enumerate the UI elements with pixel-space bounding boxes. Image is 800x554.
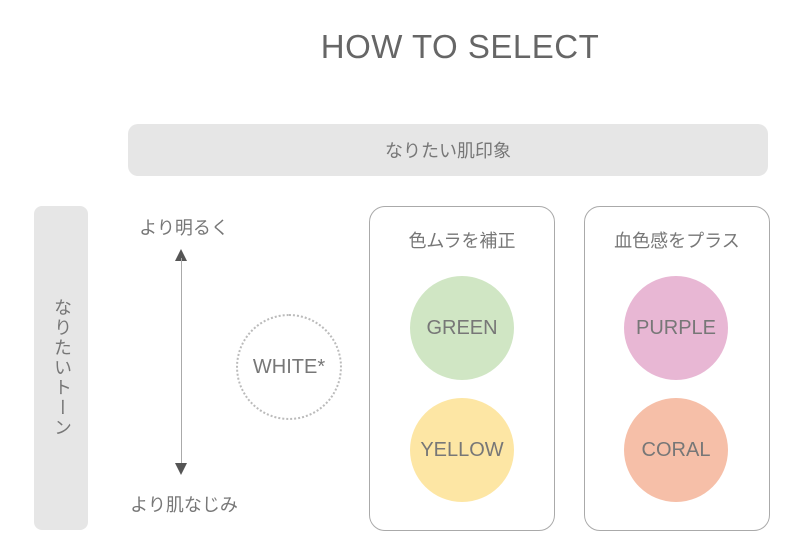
tone-arrow-line xyxy=(181,258,182,468)
natural-label: より肌なじみ xyxy=(130,495,238,516)
color-correction-group: 色ムラを補正 xyxy=(369,206,555,531)
green-option: GREEN xyxy=(410,276,514,380)
tone-axis-header: なりたいトーン xyxy=(34,206,88,530)
arrow-up-icon xyxy=(175,249,187,261)
yellow-option: YELLOW xyxy=(410,398,514,502)
coral-option: CORAL xyxy=(624,398,728,502)
purple-option: PURPLE xyxy=(624,276,728,380)
tone-axis-label: なりたいトーン xyxy=(51,298,72,438)
skin-impression-axis-header: なりたい肌印象 xyxy=(128,124,768,176)
add-flush-group: 血色感をプラス xyxy=(584,206,770,531)
group-heading: 血色感をプラス xyxy=(614,231,740,252)
white-option: WHITE* xyxy=(236,314,342,420)
page-title: HOW TO SELECT xyxy=(320,28,600,65)
arrow-down-icon xyxy=(175,463,187,475)
group-heading: 色ムラを補正 xyxy=(408,231,516,252)
brighter-label: より明るく xyxy=(139,218,229,239)
